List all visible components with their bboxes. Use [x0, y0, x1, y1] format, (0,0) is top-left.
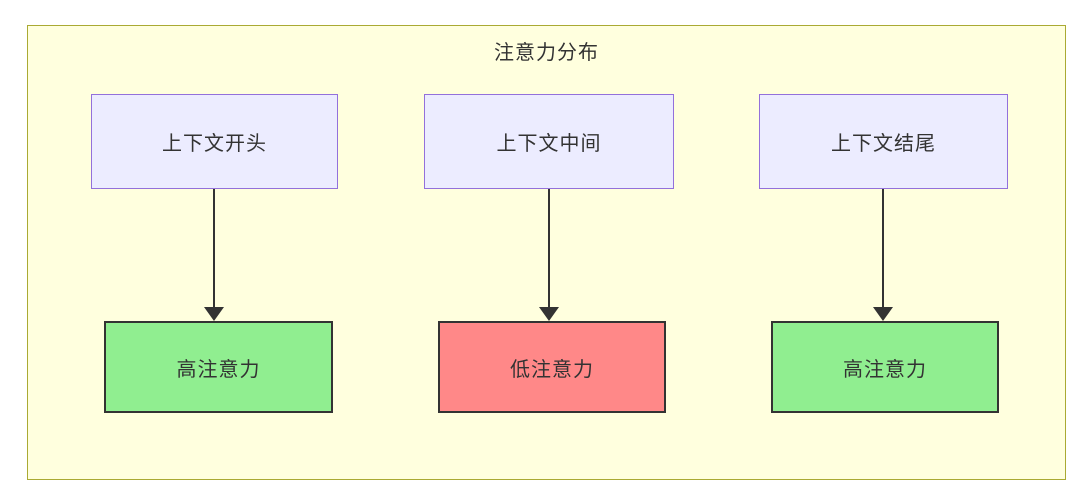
- edge-arrow-line: [882, 189, 884, 308]
- node-context-start: 上下文开头: [91, 94, 338, 189]
- arrowhead-down-icon: [873, 307, 893, 321]
- subgraph-frame: 注意力分布 上下文开头 高注意力 上下文中间 低注意力 上下文结尾 高注意力: [27, 25, 1066, 480]
- edge-arrow-line: [213, 189, 215, 308]
- node-context-middle: 上下文中间: [424, 94, 674, 189]
- arrowhead-down-icon: [539, 307, 559, 321]
- node-low-attention: 低注意力: [438, 321, 666, 413]
- node-context-end: 上下文结尾: [759, 94, 1008, 189]
- node-high-attention-2: 高注意力: [771, 321, 999, 413]
- edge-arrow-line: [548, 189, 550, 308]
- arrowhead-down-icon: [204, 307, 224, 321]
- diagram-title: 注意力分布: [494, 42, 599, 64]
- node-high-attention-1: 高注意力: [104, 321, 333, 413]
